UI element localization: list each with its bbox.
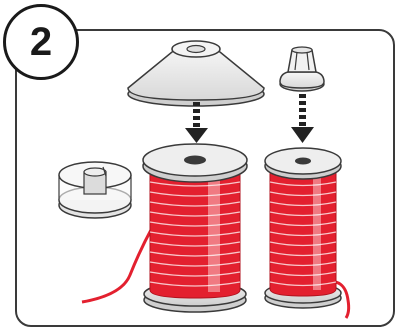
down-arrow-icon (291, 94, 314, 143)
spool-cap-icon (127, 40, 265, 107)
step-number: 2 (29, 20, 53, 64)
down-arrow-icon (185, 102, 208, 143)
step-badge: 2 (3, 4, 79, 80)
small-thread-spool-icon (264, 147, 342, 309)
bobbin-icon (58, 161, 132, 219)
large-thread-spool-icon (142, 143, 248, 313)
small-spool-cap-icon (279, 46, 325, 92)
